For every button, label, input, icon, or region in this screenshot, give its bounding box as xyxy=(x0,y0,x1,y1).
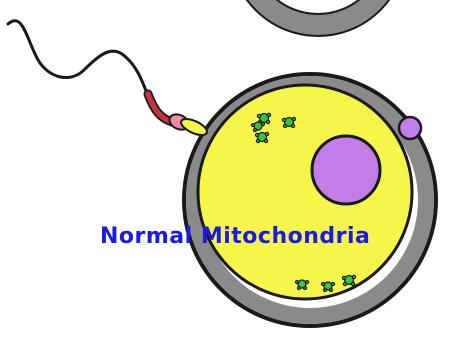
caption-label: Normal Mitochondria xyxy=(100,226,370,248)
sperm-midpiece-fill xyxy=(148,94,172,122)
egg-cell xyxy=(184,74,436,326)
mitochondrion-icon xyxy=(255,132,268,142)
mitochondrion-icon xyxy=(342,275,355,285)
polar-body xyxy=(399,117,421,139)
sperm-tail xyxy=(8,21,168,122)
upper-zona-ring-gray xyxy=(241,0,395,25)
upper-egg-cell xyxy=(241,0,395,25)
nucleus xyxy=(312,136,380,204)
mitochondrion-icon xyxy=(282,117,295,127)
sperm-icon xyxy=(8,21,209,139)
sperm-head xyxy=(179,116,209,139)
cytoplasm xyxy=(198,85,412,299)
